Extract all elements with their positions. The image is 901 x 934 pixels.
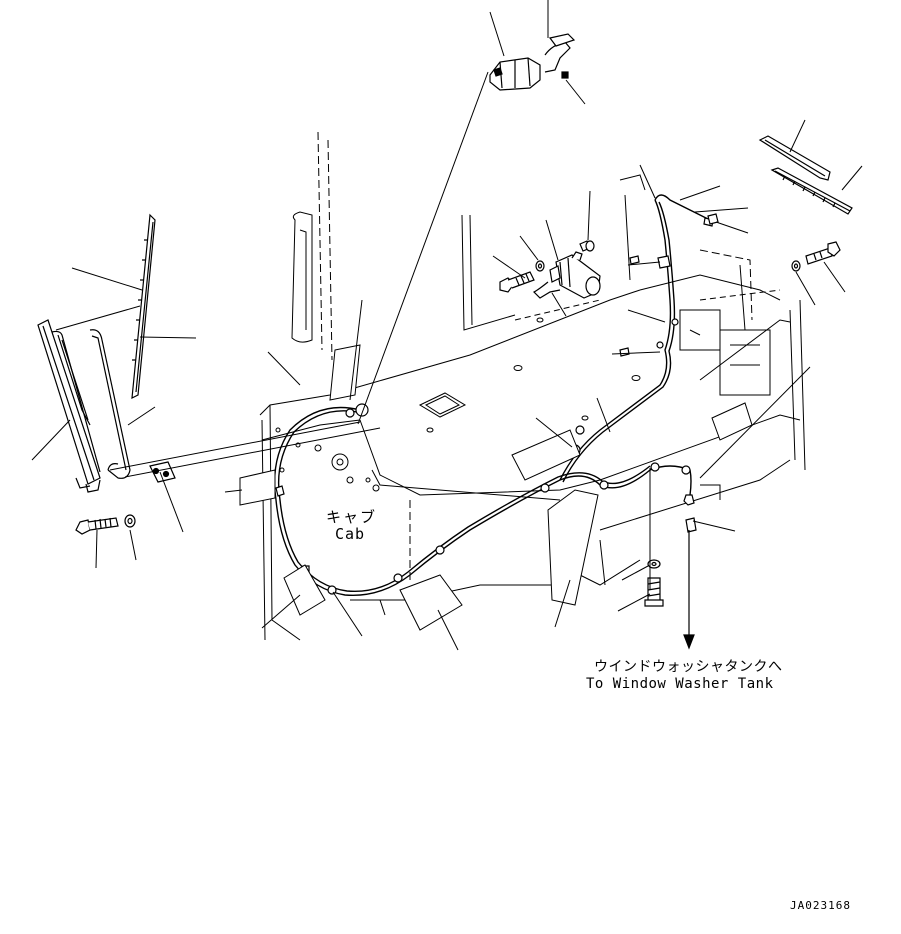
leader-lines xyxy=(31,0,863,651)
cab-label-japanese: キャブ xyxy=(326,508,378,526)
left-bolt-washer xyxy=(75,514,136,535)
lower-bolt-washer xyxy=(644,517,697,607)
harness-tags xyxy=(239,344,753,631)
cab-label-english: Cab xyxy=(335,525,366,543)
washer-tank-arrow xyxy=(683,530,695,650)
washer-tank-label-english: To Window Washer Tank xyxy=(586,676,774,692)
floor-plate xyxy=(418,317,641,433)
cab-wall-details xyxy=(275,427,380,492)
wiper-motor xyxy=(532,251,601,299)
figure-code: JA023168 xyxy=(790,899,851,912)
washer-tank-label-japanese: ウインドウォッシャタンクへ xyxy=(594,659,783,675)
motor-bolts xyxy=(499,240,595,293)
small-connectors xyxy=(619,213,719,357)
left-wiper-assembly xyxy=(37,213,176,493)
right-wiper-assembly xyxy=(758,135,853,215)
right-bolt-washer xyxy=(791,241,841,272)
washer-motor-unit xyxy=(489,33,576,91)
